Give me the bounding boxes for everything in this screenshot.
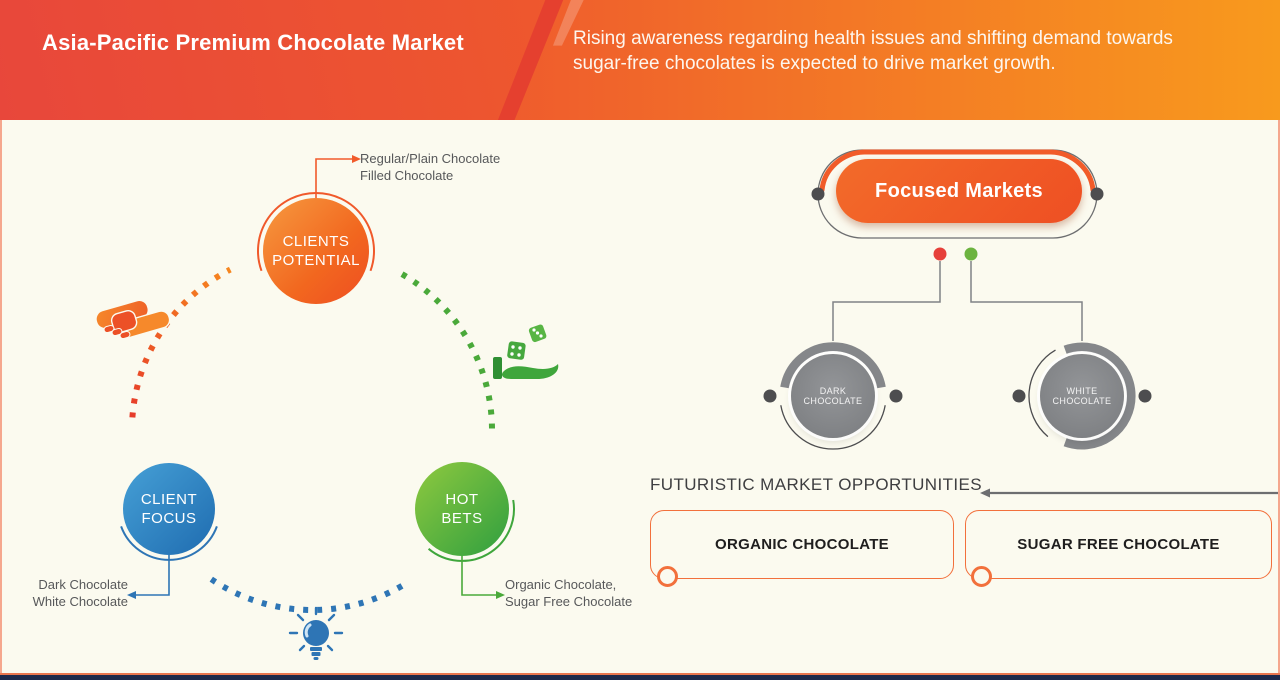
header-banner: Asia-Pacific Premium Chocolate Market Ri…	[0, 0, 1280, 120]
gray-node-label: WHITE CHOCOLATE	[1052, 386, 1112, 406]
bottom-navy-bar	[0, 675, 1280, 680]
tree-connector-left	[832, 261, 941, 341]
dice-hand-icon	[493, 324, 559, 379]
frame-right-border	[1278, 120, 1280, 675]
opportunity-accent-circle	[971, 566, 992, 587]
focused-markets-title: Focused Markets	[875, 179, 1043, 202]
annotation-line: Regular/Plain Chocolate	[360, 151, 501, 166]
opportunities-arrowhead	[980, 488, 990, 498]
frame-left-border	[0, 120, 2, 675]
node-hot-bets: HOT BETS	[415, 462, 509, 556]
annotation-hot-bets: Organic Chocolate, Sugar Free Chocolate	[505, 577, 632, 610]
annotation-clients-potential: Regular/Plain Chocolate Filled Chocolate	[360, 151, 500, 184]
node-client-focus: CLIENT FOCUS	[123, 463, 215, 555]
white-chocolate-thick-arc	[1063, 342, 1136, 450]
annotation-line: Sugar Free Chocolate	[505, 593, 633, 609]
pill-side-dot-right	[1090, 187, 1104, 201]
pill-side-dot-left	[811, 187, 825, 201]
header-left-panel	[0, 0, 546, 120]
annotation-line: Dark Chocolate	[38, 577, 128, 592]
annotation-line: Organic Chocolate,	[505, 577, 617, 592]
diagram-vector-layer	[96, 149, 1280, 660]
ring-hot-bets	[427, 499, 515, 562]
node-clients-potential: CLIENTS POTENTIAL	[263, 198, 369, 304]
dark-chocolate-dot-left	[763, 389, 777, 403]
page-title: Asia-Pacific Premium Chocolate Market	[42, 30, 464, 55]
gray-node-label: DARK CHOCOLATE	[803, 386, 863, 406]
dark-chocolate-thin-arc	[780, 405, 886, 450]
node-label-line: BETS	[441, 510, 483, 527]
white-chocolate-dot-left	[1012, 389, 1026, 403]
node-white-chocolate: WHITE CHOCOLATE	[1040, 354, 1124, 438]
opportunity-accent-circle	[657, 566, 678, 587]
arrowhead-clients-potential	[352, 155, 361, 163]
node-dark-chocolate: DARK CHOCOLATE	[791, 354, 875, 438]
legend-dot-green	[964, 247, 978, 261]
opportunity-box-sugar-free: SUGAR FREE CHOCOLATE	[965, 510, 1272, 579]
dotted-arc-orange	[129, 266, 232, 418]
arrowhead-client-focus	[127, 591, 136, 599]
annotation-line: White Chocolate	[32, 593, 128, 609]
white-chocolate-dot-right	[1138, 389, 1152, 403]
handshake-icon	[96, 301, 171, 340]
frame-bottom-border	[0, 673, 1280, 675]
connector-clients-potential	[315, 158, 352, 198]
opportunity-label: ORGANIC CHOCOLATE	[715, 536, 889, 553]
dark-chocolate-dot-right	[889, 389, 903, 403]
tree-connector-right	[970, 261, 1083, 341]
connector-client-focus	[136, 555, 170, 596]
dark-chocolate-thick-arc	[780, 342, 886, 389]
page-description: Rising awareness regarding health issues…	[573, 28, 1173, 75]
node-label-line: CLIENTS	[282, 232, 350, 250]
lightbulb-icon	[288, 606, 344, 660]
opportunity-label: SUGAR FREE CHOCOLATE	[1017, 536, 1220, 553]
annotation-line: Filled Chocolate	[360, 167, 454, 183]
dotted-arc-blue	[209, 576, 409, 613]
opportunity-box-organic: ORGANIC CHOCOLATE	[650, 510, 954, 579]
white-chocolate-thin-arc	[1028, 349, 1056, 438]
node-label-line: FOCUS	[141, 510, 197, 527]
annotation-client-focus: Dark Chocolate White Chocolate	[18, 577, 128, 610]
dotted-arc-green	[400, 271, 495, 431]
node-label-line: CLIENT	[140, 490, 198, 508]
focused-markets-top-arc	[819, 149, 1096, 193]
node-label-line: POTENTIAL	[272, 252, 360, 269]
node-label-line: HOT	[445, 490, 479, 508]
legend-dot-red	[933, 247, 947, 261]
opportunities-heading: FUTURISTIC MARKET OPPORTUNITIES	[650, 475, 982, 494]
diagram-canvas: CLIENTS POTENTIAL CLIENT FOCUS HOT BETS …	[0, 120, 1280, 675]
arrowhead-hot-bets	[496, 591, 505, 599]
focused-markets-pill: Focused Markets	[836, 159, 1082, 223]
connector-hot-bets	[461, 556, 496, 596]
